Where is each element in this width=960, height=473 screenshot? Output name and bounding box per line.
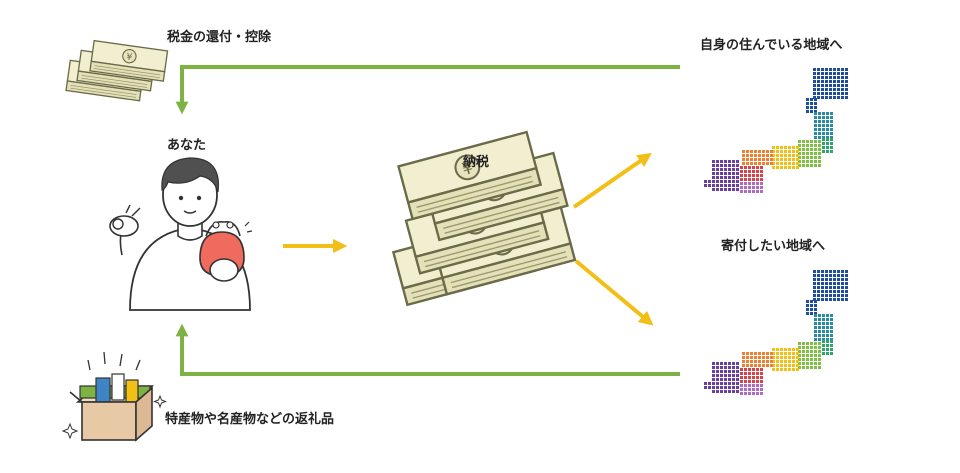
refund-arrow xyxy=(175,65,680,115)
japan-map-donate-icon xyxy=(704,270,848,395)
gift-box-icon xyxy=(61,351,167,442)
gifts-label: 特産物や名産物などの返礼品 xyxy=(165,412,335,427)
yen-bills-small-icon xyxy=(65,40,169,102)
donate-region-label: 寄付したい地域へ xyxy=(721,239,826,254)
japan-map-home-icon xyxy=(704,68,848,193)
tax-refund-label: 税金の還付・控除 xyxy=(167,30,272,45)
tax-payment-label: 納税 xyxy=(463,155,490,170)
to-donate-region-arrow xyxy=(574,259,654,326)
you-label: あなた xyxy=(167,138,207,153)
home-region-label: 自身の住んでいる地域へ xyxy=(700,38,843,53)
gift-arrow xyxy=(175,323,680,376)
person-with-purse-icon xyxy=(109,157,253,311)
to-home-region-arrow xyxy=(572,152,652,209)
